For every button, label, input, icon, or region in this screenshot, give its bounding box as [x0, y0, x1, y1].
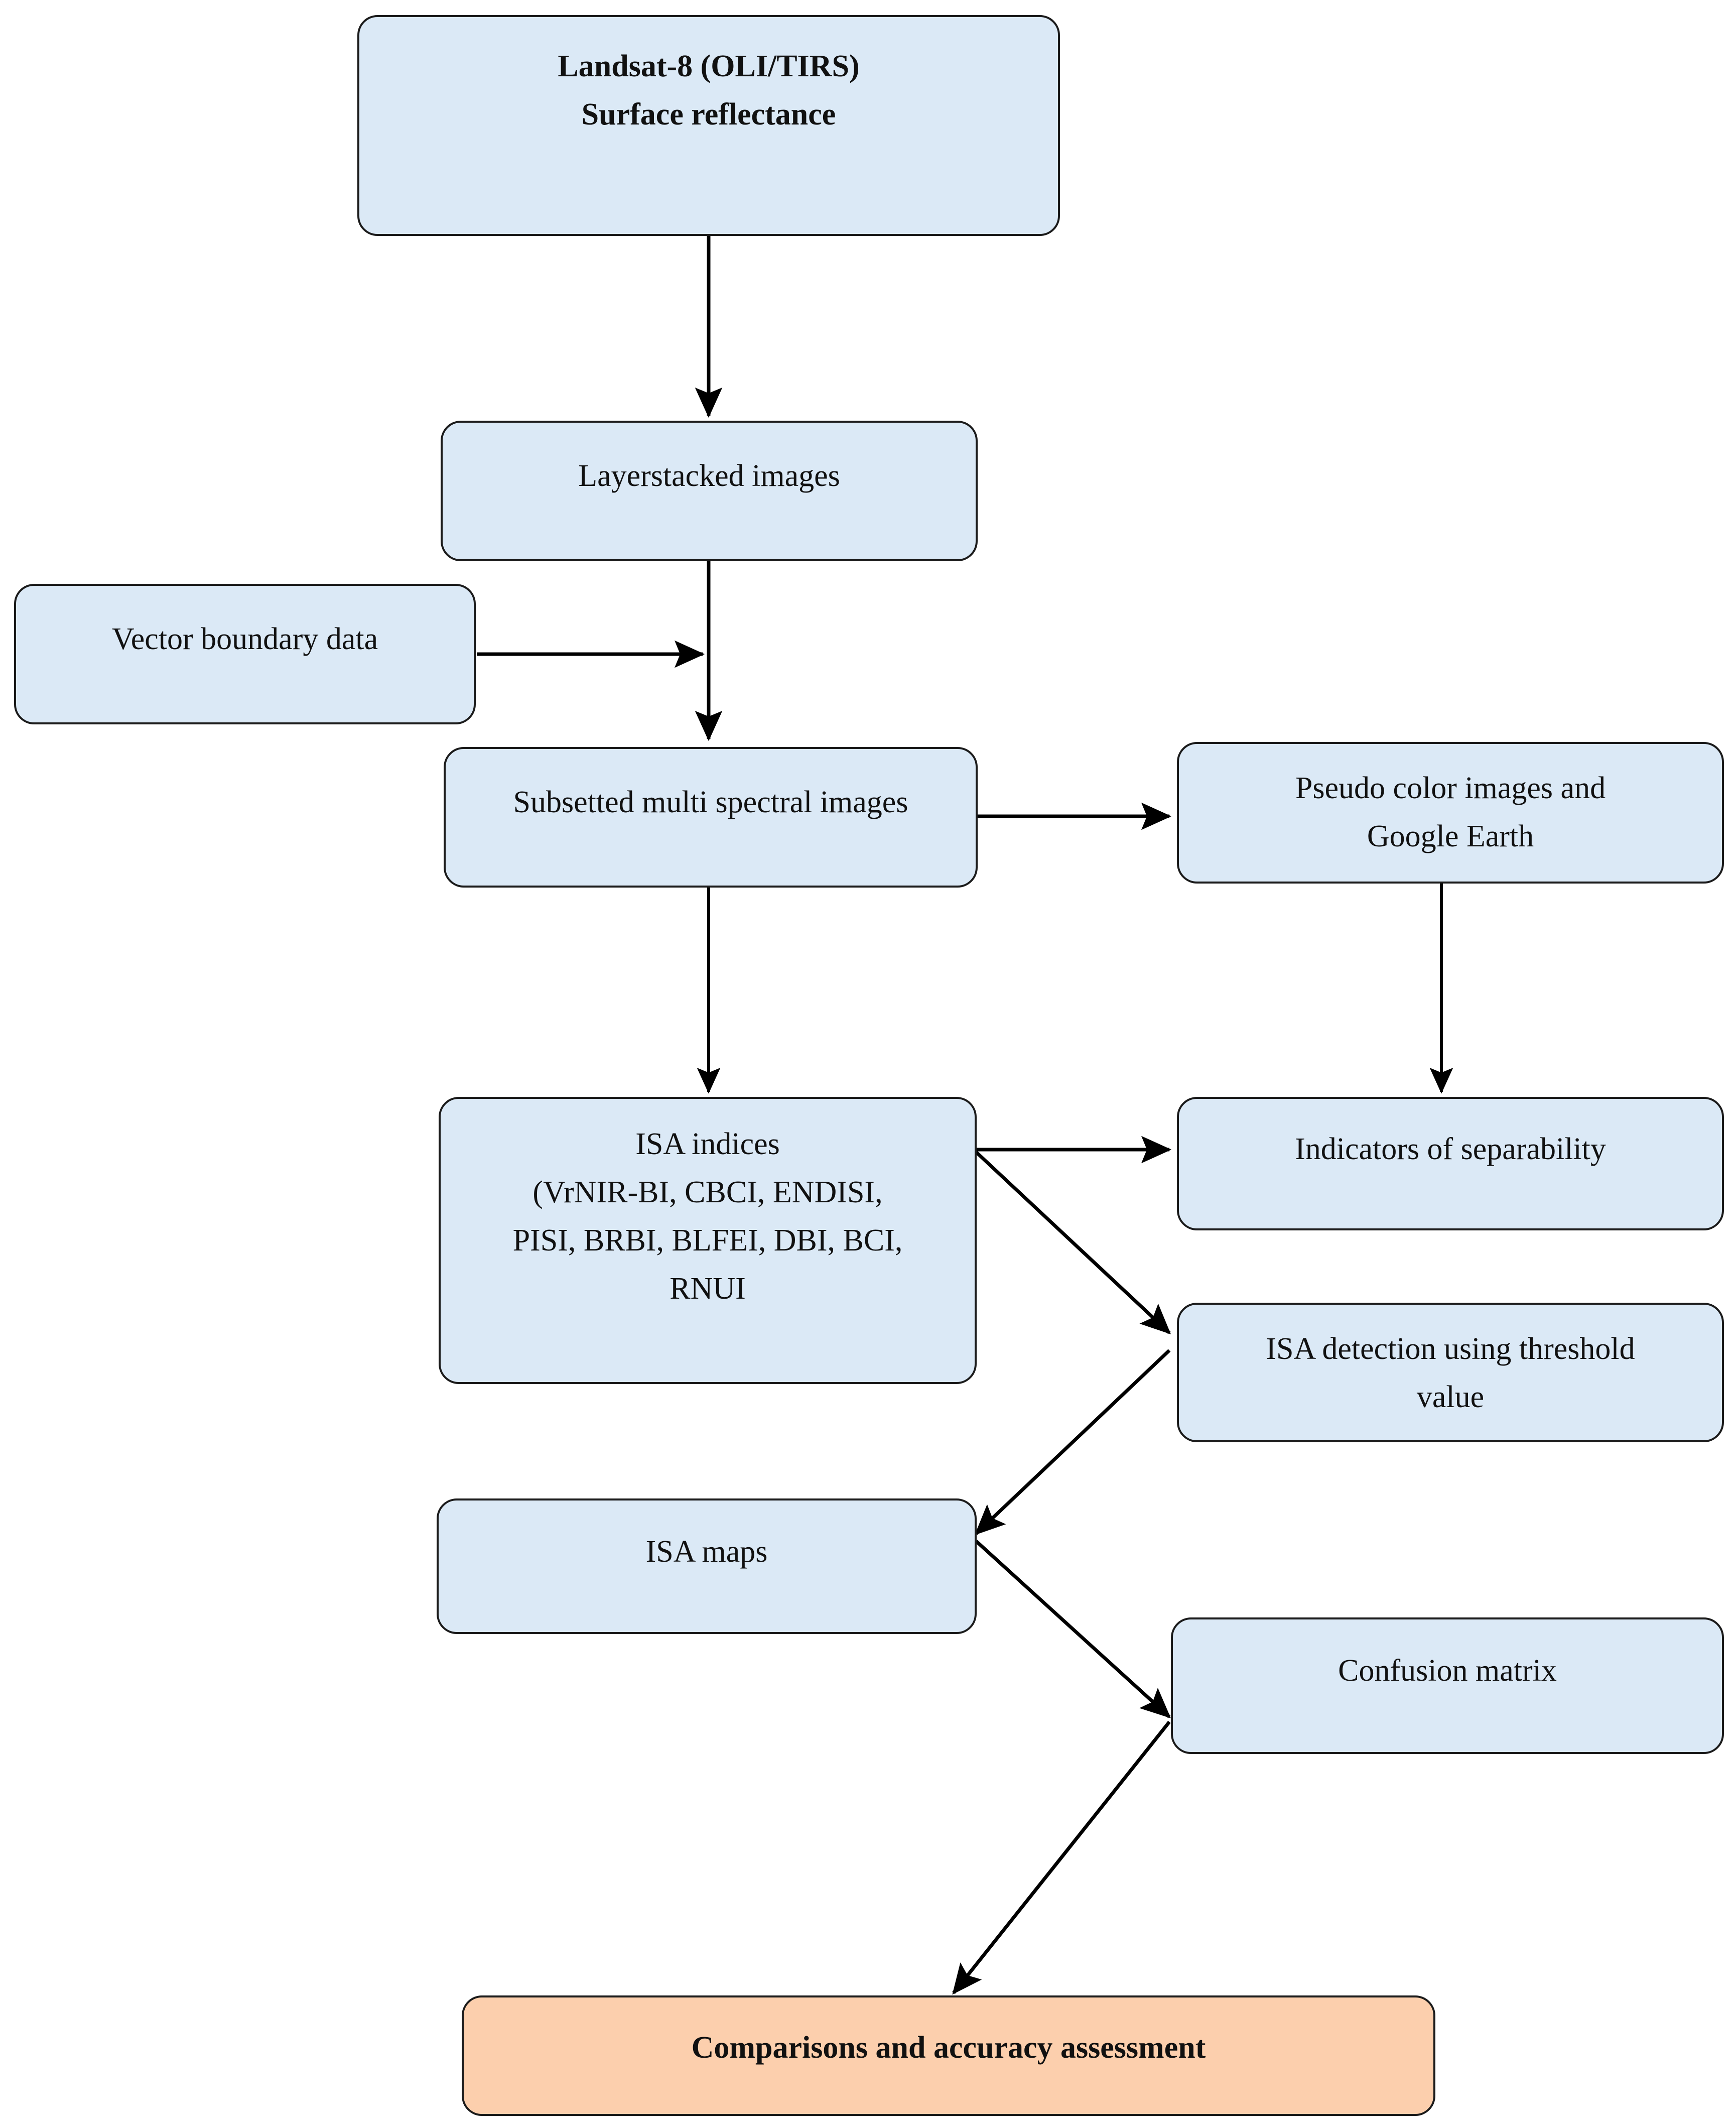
- node-isa-indices-line-3: PISI, BRBI, BLFEI, DBI, BCI,: [512, 1223, 903, 1258]
- node-indicators[interactable]: Indicators of separability: [1177, 1097, 1724, 1230]
- node-landsat[interactable]: Landsat-8 (OLI/TIRS) Surface reflectance: [357, 15, 1060, 236]
- node-isa-maps-line-1: ISA maps: [645, 1535, 768, 1569]
- edge-isa-indices-to-isa-detection: [975, 1151, 1171, 1334]
- node-layerstacked[interactable]: Layerstacked images: [441, 421, 978, 561]
- node-isa-detection[interactable]: ISA detection using threshold value: [1177, 1303, 1724, 1442]
- node-isa-indices-line-4: RNUI: [670, 1272, 746, 1306]
- node-indicators-line-1: Indicators of separability: [1295, 1132, 1606, 1166]
- edge-confusion-matrix-to-comparisons: [952, 1720, 1171, 1995]
- node-pseudo-color-line-1: Pseudo color images and: [1295, 771, 1606, 805]
- node-isa-indices-line-2: (VrNIR-BI, CBCI, ENDISI,: [532, 1175, 883, 1210]
- node-subsetted-line-1: Subsetted multi spectral images: [513, 785, 908, 819]
- node-confusion-matrix[interactable]: Confusion matrix: [1171, 1617, 1724, 1754]
- node-vector-boundary[interactable]: Vector boundary data: [14, 584, 476, 724]
- node-confusion-matrix-line-1: Confusion matrix: [1338, 1654, 1557, 1688]
- node-comparisons-line-1: Comparisons and accuracy assessment: [691, 2031, 1206, 2065]
- node-subsetted[interactable]: Subsetted multi spectral images: [444, 747, 978, 888]
- node-vector-boundary-line-1: Vector boundary data: [111, 622, 378, 656]
- node-isa-indices[interactable]: ISA indices (VrNIR-BI, CBCI, ENDISI, PIS…: [439, 1097, 977, 1384]
- node-isa-indices-line-1: ISA indices: [635, 1127, 780, 1161]
- node-comparisons[interactable]: Comparisons and accuracy assessment: [462, 1995, 1435, 2116]
- node-layerstacked-line-1: Layerstacked images: [578, 459, 840, 493]
- node-isa-maps[interactable]: ISA maps: [437, 1498, 977, 1634]
- node-isa-detection-line-1: ISA detection using threshold: [1266, 1332, 1635, 1366]
- node-pseudo-color-line-2: Google Earth: [1367, 819, 1534, 854]
- node-landsat-line-1: Landsat-8 (OLI/TIRS): [558, 49, 860, 83]
- node-landsat-line-2: Surface reflectance: [581, 97, 836, 132]
- node-isa-detection-line-2: value: [1416, 1380, 1485, 1415]
- edge-isa-detection-to-isa-maps: [974, 1349, 1171, 1535]
- edge-isa-maps-to-confusion-matrix: [975, 1540, 1171, 1718]
- node-pseudo-color[interactable]: Pseudo color images and Google Earth: [1177, 742, 1724, 884]
